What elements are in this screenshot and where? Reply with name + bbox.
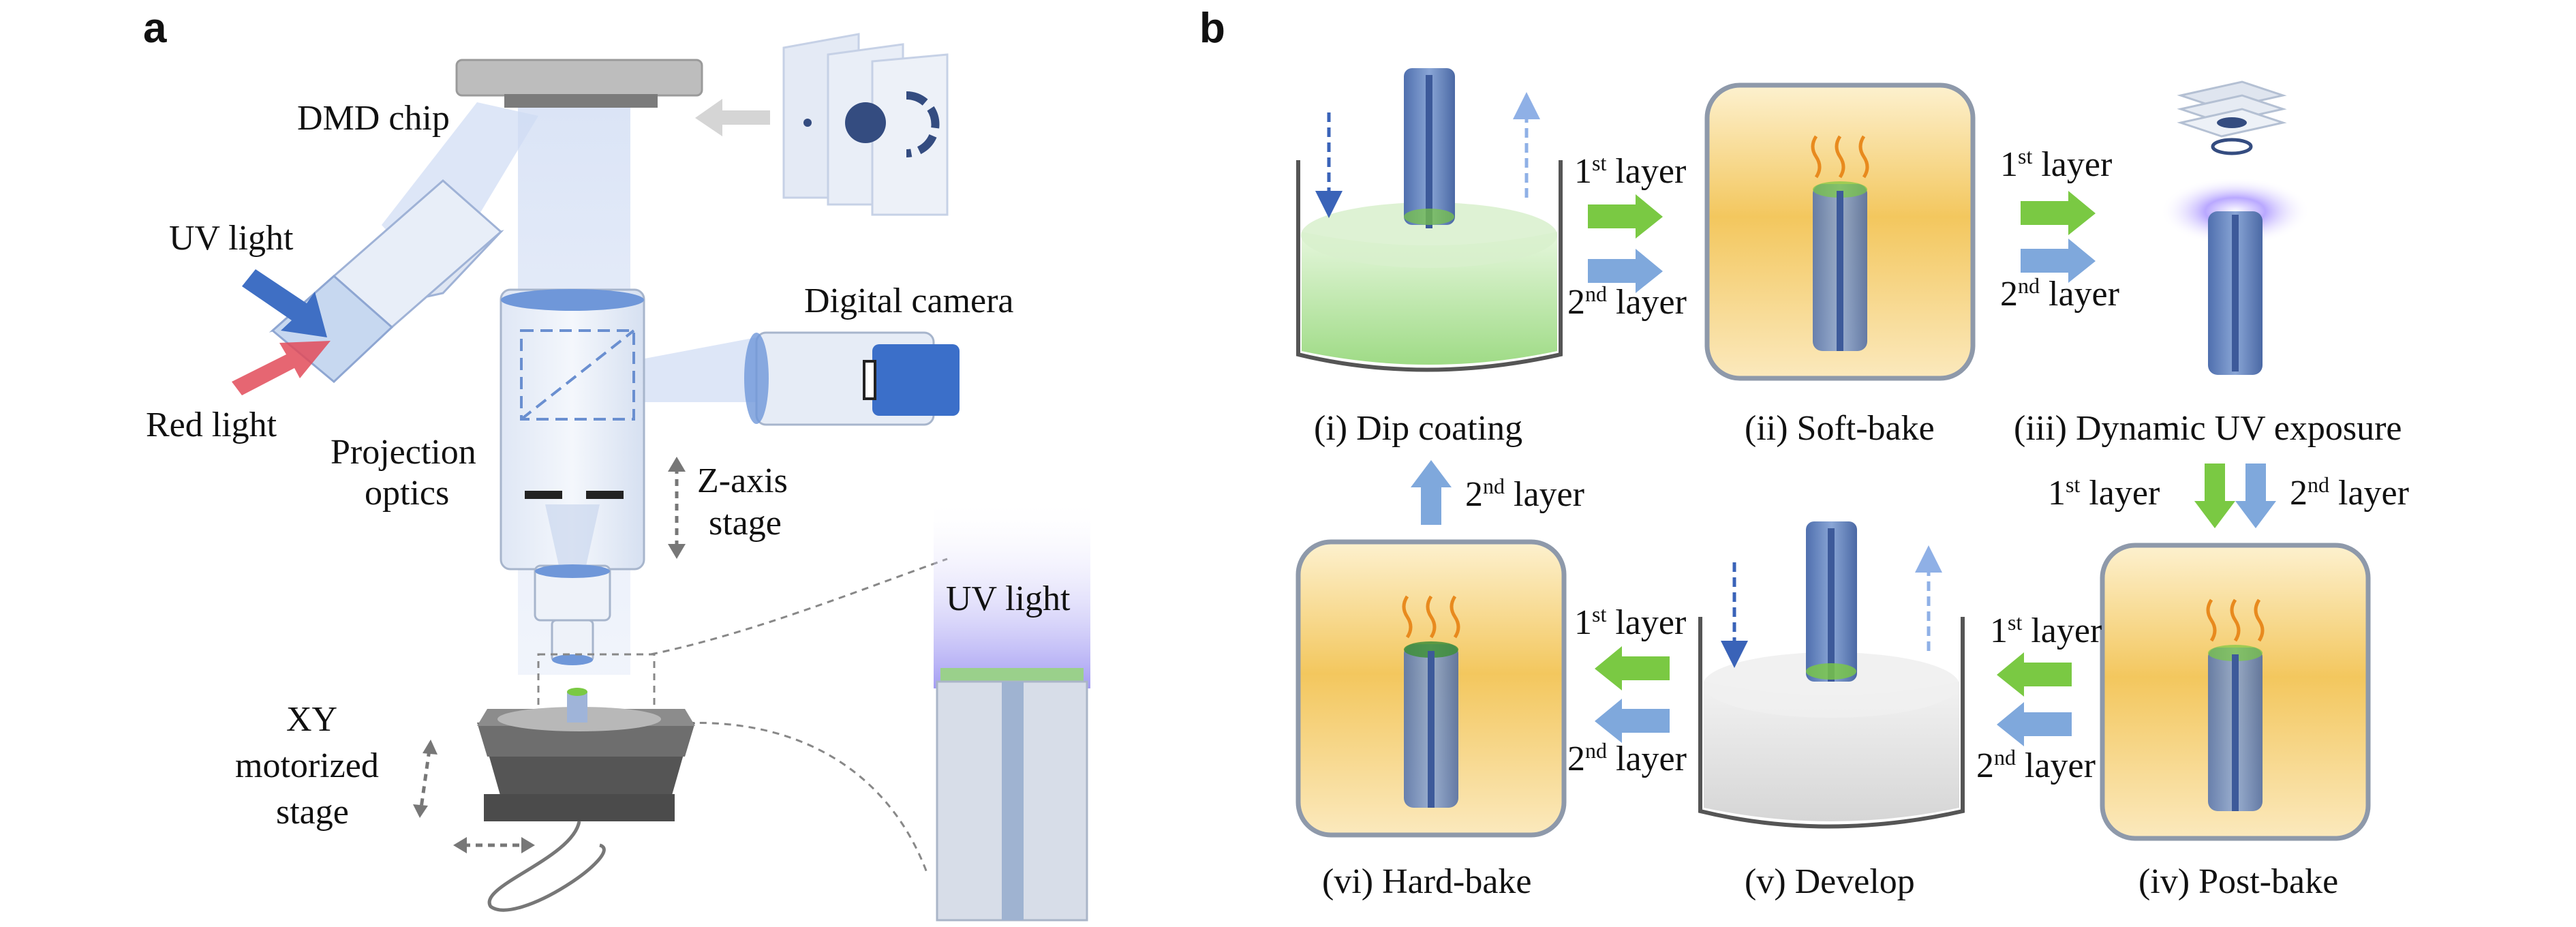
label-ii-iii-first: 1st layer — [2000, 144, 2112, 184]
step-i-label: (i) Dip coating — [1314, 409, 1522, 448]
label-digital-camera: Digital camera — [804, 282, 1014, 320]
zoom-guide-lower — [650, 721, 928, 873]
arrow-vi-i-second-layer — [1411, 460, 1452, 525]
panel-a-letter: a — [143, 5, 167, 52]
label-vi-i-second: 2nd layer — [1465, 474, 1584, 514]
z-arrow-down-head — [668, 544, 686, 559]
beam-splitter-diagonal — [520, 329, 635, 421]
label-xy-3: stage — [276, 793, 349, 832]
beam-combiner-prism — [269, 179, 504, 384]
label-i-ii-first: 1st layer — [1574, 151, 1686, 191]
arrow-iii-iv-second-layer — [2235, 464, 2276, 528]
step-iii-label: (iii) Dynamic UV exposure — [2014, 409, 2402, 448]
arrow-i-ii-first-layer — [1588, 194, 1663, 239]
arrow-iii-iv-first-layer — [2194, 464, 2235, 528]
arrow-v-vi-second-layer — [1595, 699, 1670, 743]
x-arrow-right-head — [521, 837, 535, 853]
arrow-ii-iii-first-layer — [2021, 191, 2096, 235]
x-arrow-left-head — [453, 837, 467, 853]
step-vi-label: (vi) Hard-bake — [1322, 862, 1532, 901]
hard-bake-oven — [1295, 539, 1567, 838]
label-iii-iv-second: 2nd layer — [2290, 472, 2409, 513]
dmd-mirror-array — [504, 94, 658, 108]
dmd-chip — [455, 59, 703, 97]
develop-beaker — [1698, 521, 1965, 829]
label-inset-uv-light: UV light — [946, 579, 1071, 618]
label-uv-light: UV light — [169, 219, 294, 258]
label-xy-2: motorized — [235, 746, 379, 785]
label-zaxis-1: Z-axis — [697, 461, 788, 500]
post-bake-oven — [2100, 543, 2371, 841]
xy-motorized-stage — [477, 688, 695, 912]
label-dmd-chip: DMD chip — [297, 99, 450, 138]
red-light-arrow — [232, 341, 331, 395]
objective-lens-top — [535, 564, 610, 578]
arrow-ii-iii-second-layer — [2021, 239, 2096, 283]
label-v-vi-first: 1st layer — [1574, 602, 1686, 642]
label-ii-iii-second: 2nd layer — [2000, 273, 2119, 314]
arrow-i-ii-second-layer — [1588, 249, 1663, 293]
dip-coating-beaker — [1296, 68, 1563, 372]
y-axis-arrow — [419, 749, 431, 808]
step-ii-label: (ii) Soft-bake — [1745, 409, 1935, 448]
step-iv-label: (iv) Post-bake — [2138, 862, 2338, 901]
arrow-v-vi-first-layer — [1595, 646, 1670, 690]
uv-exposure-inset — [934, 498, 1090, 922]
uv-light-arrow — [242, 269, 327, 337]
aperture-right — [586, 491, 624, 499]
soft-bake-oven — [1704, 82, 1976, 381]
y-arrow-up-head — [423, 740, 438, 755]
label-projection-2: optics — [365, 474, 449, 513]
uv-exposure-setup — [2160, 80, 2310, 375]
arrow-iv-v-first-layer — [1997, 652, 2072, 697]
objective-lens-bottom — [552, 654, 593, 665]
camera-beam — [630, 337, 756, 402]
zoom-guide-upper — [650, 558, 948, 656]
beam-splitter-box — [520, 329, 635, 421]
label-iii-iv-first: 1st layer — [2048, 472, 2160, 513]
label-iv-v-first: 1st layer — [1990, 610, 2102, 650]
label-xy-1: XY — [286, 700, 337, 739]
focused-beam — [545, 504, 600, 566]
label-i-ii-second: 2nd layer — [1567, 282, 1687, 322]
label-iv-v-second: 2nd layer — [1976, 745, 2096, 785]
label-red-light: Red light — [146, 406, 277, 444]
aperture-left — [525, 491, 562, 499]
y-arrow-down-head — [413, 804, 428, 818]
mask-pattern-slides — [782, 33, 949, 216]
digital-camera — [744, 331, 960, 426]
mask-input-arrow — [695, 99, 770, 136]
top-lens — [501, 289, 644, 311]
label-zaxis-2: stage — [709, 504, 782, 543]
panel-b-letter: b — [1199, 5, 1225, 52]
label-projection-1: Projection — [331, 433, 476, 472]
label-v-vi-second: 2nd layer — [1567, 738, 1687, 778]
z-arrow-up-head — [668, 457, 686, 472]
arrow-iv-v-second-layer — [1997, 702, 2072, 746]
step-v-label: (v) Develop — [1745, 862, 1915, 901]
